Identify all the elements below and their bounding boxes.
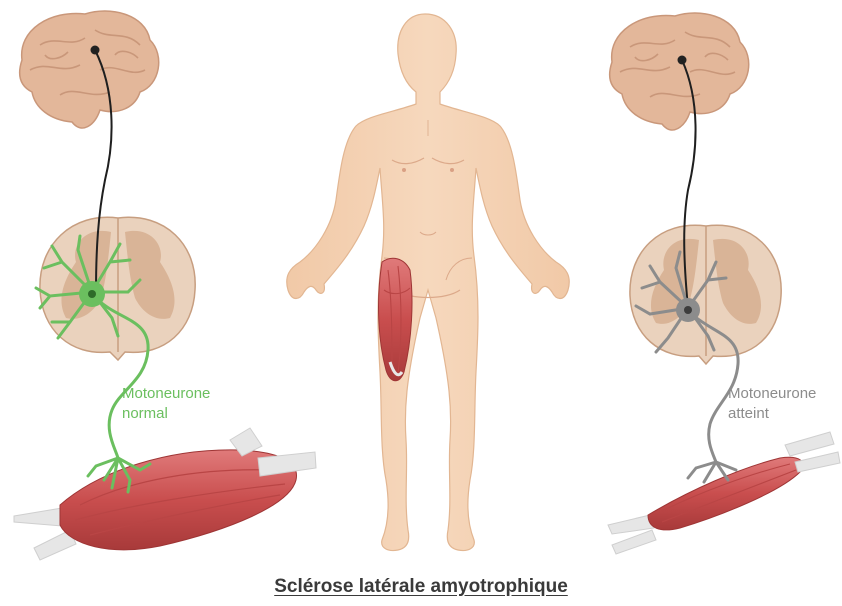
right-muscle-icon [608, 432, 840, 554]
affected-label-line2: atteint [728, 404, 816, 424]
normal-label-line1: Motoneurone [122, 384, 210, 404]
human-body-icon [287, 14, 570, 551]
normal-neuron-label: Motoneurone normal [122, 384, 210, 424]
affected-neuron-label: Motoneurone atteint [728, 384, 816, 424]
left-spinal-cord-icon [40, 217, 195, 360]
normal-label-line2: normal [122, 404, 210, 424]
left-muscle-icon [14, 428, 316, 560]
left-brain-icon [20, 11, 159, 128]
diagram-caption: Sclérose latérale amyotrophique [0, 576, 842, 598]
right-spinal-cord-icon [630, 225, 781, 364]
affected-label-line1: Motoneurone [728, 384, 816, 404]
right-brain-icon [610, 13, 749, 130]
